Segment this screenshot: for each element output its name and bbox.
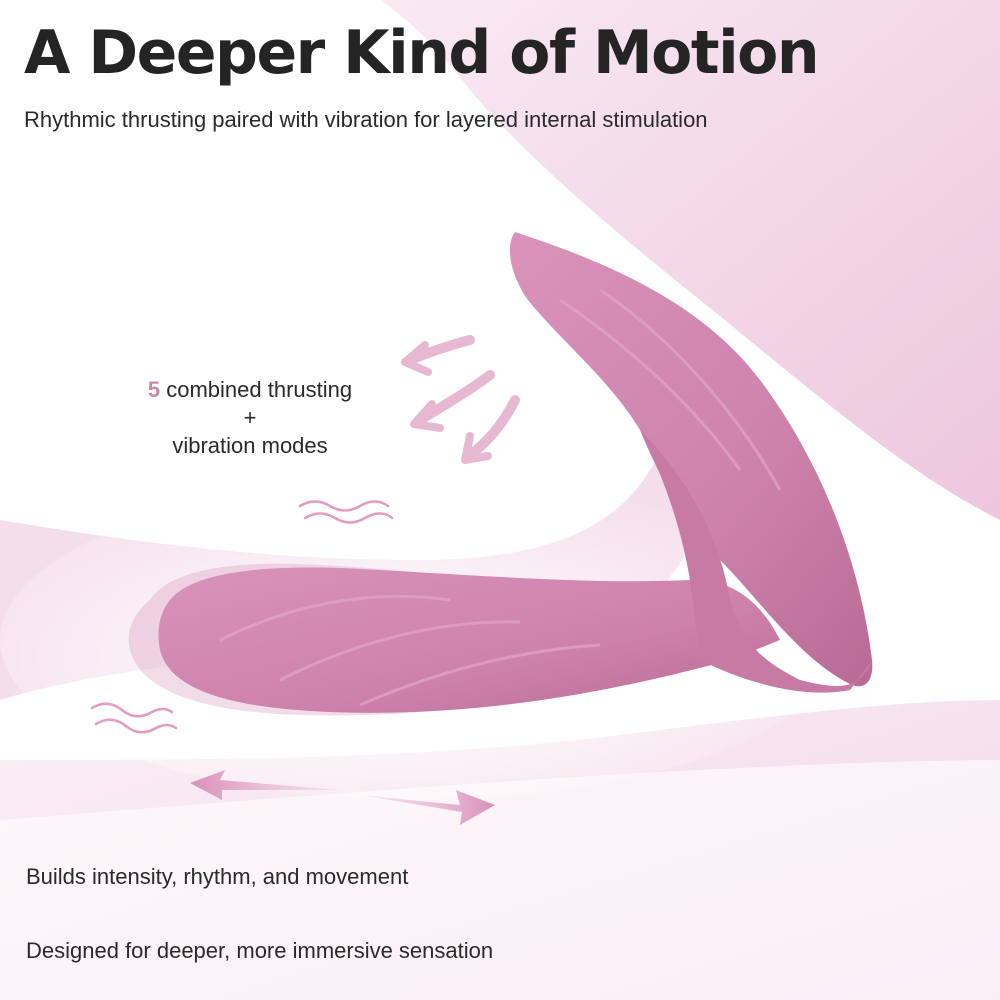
ridge-line <box>219 594 451 642</box>
ridge-line <box>359 643 601 707</box>
external-arm <box>509 232 873 687</box>
ridge-line <box>279 620 521 682</box>
modes-line-1: 5 combined thrusting <box>110 376 390 404</box>
background-upper-tint <box>380 0 1000 520</box>
modes-callout: 5 combined thrusting + vibration modes <box>110 376 390 460</box>
base-joint <box>640 430 872 693</box>
modes-count: 5 <box>147 377 161 402</box>
background-lower-sheen <box>0 760 1000 1000</box>
vibration-wave-icon <box>298 500 394 524</box>
headline: A Deeper Kind of Motion <box>24 18 820 88</box>
motion-arrow-icon <box>401 335 520 464</box>
feature-text-1: Builds intensity, rhythm, and movement <box>26 864 409 889</box>
modes-plus: + <box>243 405 257 430</box>
modes-label-1: combined thrusting <box>166 377 353 402</box>
product-body <box>158 232 873 713</box>
feature-text-2: Designed for deeper, more immersive sens… <box>26 938 494 963</box>
ridge-line <box>559 298 742 471</box>
vibration-wave-icon <box>90 702 178 734</box>
subheadline: Rhythmic thrusting paired with vibration… <box>24 107 708 132</box>
ridge-line <box>599 288 782 491</box>
thrust-arrow-icon <box>190 770 495 825</box>
insertable-arm <box>158 567 781 713</box>
modes-label-2: vibration modes <box>172 433 328 458</box>
